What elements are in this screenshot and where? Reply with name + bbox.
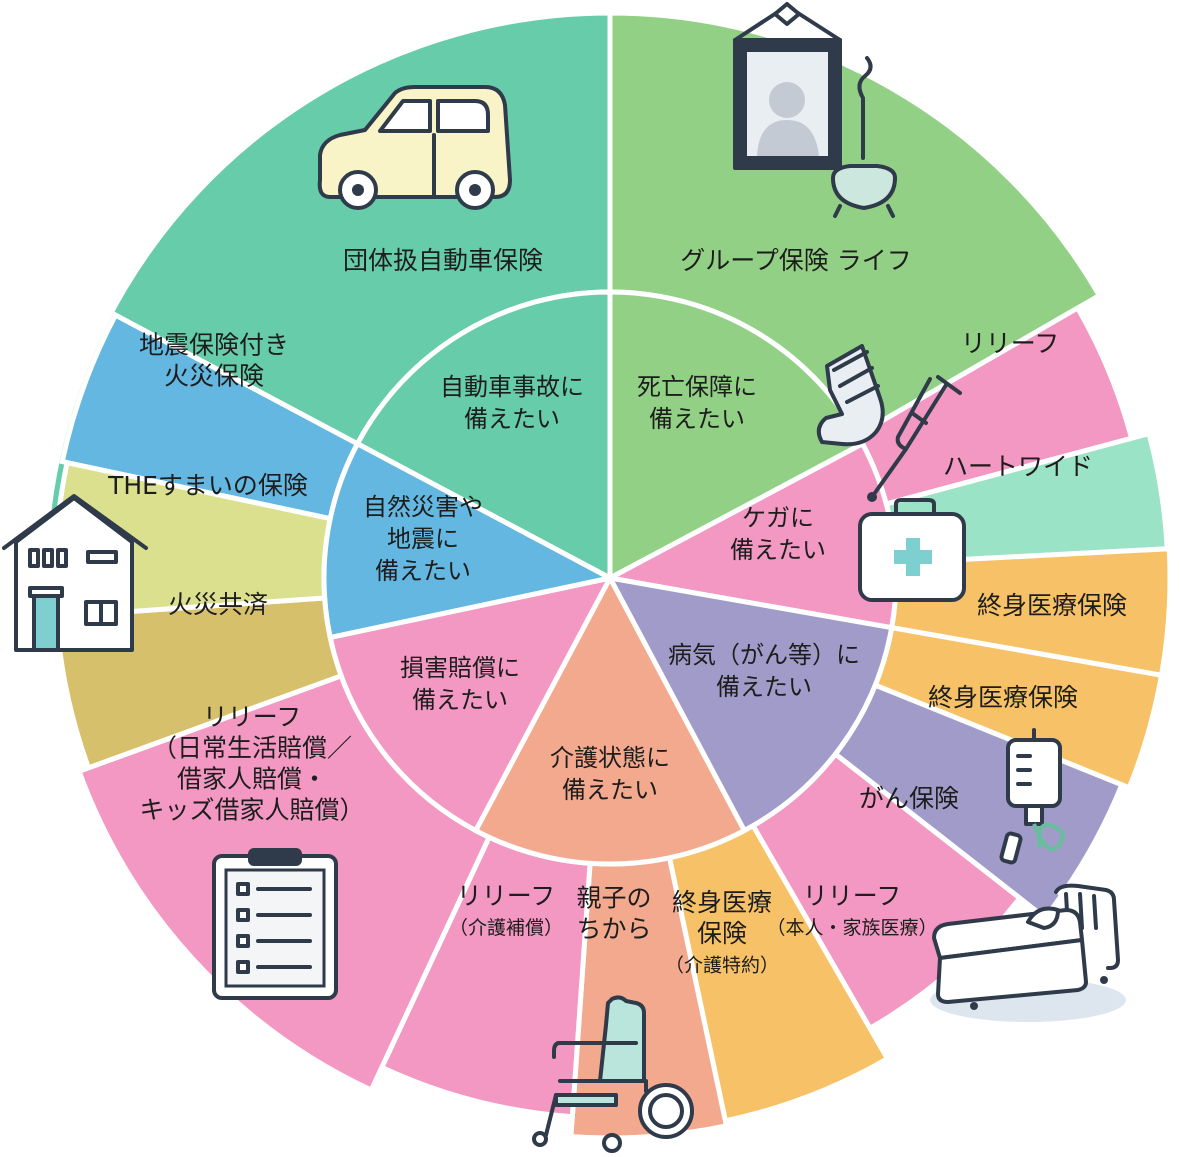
- inner-label-care-line: 備えたい: [562, 776, 658, 804]
- inner-label-damages-line: 備えたい: [412, 686, 508, 714]
- inner-segment-illness: [605, 574, 895, 834]
- inner-label-disaster-line: 地震に: [387, 525, 459, 553]
- outer-label-the-home: THEすまいの保険: [107, 471, 308, 500]
- outer-label-medical-illness-line: 終身医療保険: [928, 683, 1078, 712]
- outer-label-the-home-line: THEすまいの保険: [107, 471, 308, 500]
- inner-label-damages-line: 損害賠償に: [400, 654, 520, 682]
- leg-cast-icon: [816, 344, 885, 447]
- inner-label-illness-line: 病気（がん等）に: [668, 641, 860, 669]
- house-icon: [2, 494, 148, 652]
- outer-label-group-auto: 団体扱自動車保険: [343, 246, 543, 275]
- inner-label-injury-line: ケガに: [742, 504, 814, 532]
- outer-label-heartwide-line: ハートワイド: [943, 452, 1093, 481]
- outer-label-medical-injury: 終身医療保険: [977, 591, 1127, 620]
- crutch-icon: [867, 375, 962, 502]
- outer-label-fire-mutual-line: 火災共済: [168, 590, 268, 619]
- inner-segment-damages: [327, 574, 615, 834]
- outer-label-medical-care: 終身医療保険 （介護特約）: [665, 888, 779, 977]
- inner-label-death-line: 備えたい: [649, 405, 745, 433]
- outer-label-relief-care-line: リリーフ: [457, 882, 556, 911]
- outer-label-medical-care-line: 終身医療: [672, 888, 772, 917]
- outer-label-quake-fire-line: 火災保険: [164, 362, 264, 391]
- outer-label-group-auto-line: 団体扱自動車保険: [343, 246, 543, 275]
- outer-label-group-life: グループ保険 ライフ: [680, 246, 911, 275]
- inner-label-car-line: 備えたい: [464, 405, 560, 433]
- outer-label-quake-fire-line: 地震保険付き: [139, 331, 289, 360]
- outer-label-relief-liability-line: 借家人賠償・: [177, 765, 327, 794]
- inner-label-disaster-line: 自然災害や: [363, 493, 483, 521]
- first-aid-kit-icon: [858, 498, 966, 602]
- outer-label-medical-illness: 終身医療保険: [928, 683, 1078, 712]
- inner-segment-care: [472, 572, 748, 867]
- outer-label-cancer-line: がん保険: [859, 784, 959, 813]
- outer-label-parent-child-line: 親子の: [576, 884, 651, 913]
- outer-label-relief-liability-line: （日常生活賠償／: [152, 734, 352, 763]
- outer-label-group-life-line: グループ保険 ライフ: [680, 246, 911, 275]
- outer-label-relief-liability-line: キッズ借家人賠償）: [139, 796, 364, 825]
- outer-label-medical-injury-line: 終身医療保険: [977, 591, 1127, 620]
- outer-label-relief-injury-line: リリーフ: [961, 329, 1060, 358]
- inner-label-death-line: 死亡保障に: [637, 373, 757, 401]
- outer-label-relief-injury: リリーフ: [961, 329, 1060, 358]
- outer-label-cancer: がん保険: [859, 784, 959, 813]
- hospital-bed-icon: [930, 883, 1126, 1022]
- outer-label-relief-liability: リリーフ（日常生活賠償／借家人賠償・キッズ借家人賠償）: [139, 703, 364, 825]
- inner-segment-car: [354, 289, 613, 583]
- inner-label-disaster-line: 備えたい: [375, 557, 471, 585]
- inner-label-illness-line: 備えたい: [716, 673, 812, 701]
- outer-label-relief-care: リリーフ （介護補償）: [449, 882, 563, 940]
- outer-label-parent-child-line: ちから: [576, 915, 651, 944]
- memorial-portrait-icon: [733, 2, 897, 218]
- inner-label-care-line: 介護状態に: [550, 744, 670, 772]
- inner-label-car-line: 自動車事故に: [440, 373, 584, 401]
- outer-label-relief-family-medical-line: リリーフ: [803, 882, 902, 911]
- outer-label-fire-mutual: 火災共済: [168, 590, 268, 619]
- car-icon: [317, 85, 512, 210]
- outer-label-relief-family-medical-line: （本人・家族医療）: [766, 917, 937, 939]
- inner-label-injury-line: 備えたい: [730, 536, 826, 564]
- outer-label-relief-family-medical: リリーフ （本人・家族医療）: [766, 882, 937, 940]
- outer-label-relief-care-line: （介護補償）: [449, 917, 563, 939]
- inner-segment-disaster: [321, 440, 618, 641]
- outer-label-relief-liability-line: リリーフ: [203, 703, 302, 732]
- outer-label-medical-care-line: 保険: [697, 919, 747, 948]
- clipboard-icon: [212, 848, 338, 1000]
- outer-label-medical-care-line: （介護特約）: [665, 955, 779, 977]
- wheelchair-icon: [532, 995, 694, 1153]
- iv-drip-icon: [999, 728, 1065, 865]
- outer-label-heartwide: ハートワイド: [943, 452, 1093, 481]
